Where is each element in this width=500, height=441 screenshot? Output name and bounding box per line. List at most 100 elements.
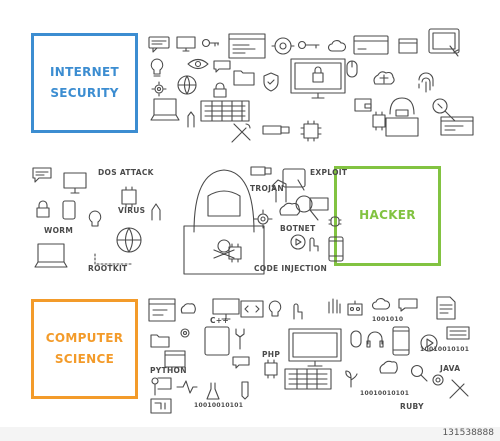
fingerprint-icon (416, 72, 436, 94)
hacker-laptop-icon (382, 96, 422, 138)
magnifier-icon (430, 96, 460, 126)
lab-flask-icon (206, 382, 220, 400)
chip-icon (300, 120, 322, 142)
label-code-injection: CODE INJECTION (254, 264, 328, 273)
hand-icon (326, 296, 342, 314)
chat-bubble-icon (148, 36, 170, 53)
stock-watermark-strip: 131538888 (0, 427, 500, 441)
browser-window-icon (228, 33, 266, 59)
label-exploit: EXPLOIT (310, 168, 348, 177)
mouse-icon (346, 60, 358, 78)
label-virus: VIRUS (118, 206, 146, 215)
usb-icon (262, 124, 290, 136)
computer-science-line2: SCIENCE (54, 351, 115, 366)
gear-icon (430, 372, 446, 388)
brain-icon (378, 360, 398, 374)
play-icon (290, 234, 306, 250)
brain-small-icon (180, 302, 196, 314)
stock-watermark-id: 131538888 (442, 428, 494, 438)
label-ruby: RUBY (400, 402, 424, 411)
label-cpp: C++ (210, 316, 229, 325)
gear-small-icon (151, 81, 167, 97)
chip-small-icon (370, 111, 388, 131)
tablet-icon (428, 28, 464, 60)
plant-icon (344, 370, 358, 388)
lightbulb-icon (88, 210, 102, 230)
globe-small-icon (176, 74, 198, 96)
cloud-icon (371, 298, 391, 310)
pencil-icon (240, 380, 250, 400)
chip-icon (262, 359, 280, 379)
folder-icon (233, 68, 255, 86)
hands-typing-icon (186, 110, 200, 128)
key-icon (201, 38, 220, 48)
bug-icon (271, 36, 295, 56)
hacker-title-box: HACKER (334, 166, 441, 266)
gear-small-icon (178, 326, 192, 340)
shield-icon (262, 72, 280, 92)
window-icon (164, 350, 186, 368)
dashed-connector (94, 253, 134, 273)
person-board-icon (150, 376, 172, 396)
computer-science-line1: COMPUTER (45, 330, 124, 345)
mouse-icon (350, 330, 362, 348)
label-php: PHP (262, 350, 281, 359)
desktop-computer-icon (288, 328, 342, 368)
hacker-title: HACKER (359, 208, 416, 223)
cloud-icon (327, 40, 347, 52)
tablet-icon (204, 326, 230, 356)
label-worm: WORM (44, 226, 74, 235)
label-binary-4: 10010010101 (420, 346, 470, 353)
robot-icon (346, 300, 364, 316)
key-small-icon (297, 40, 320, 50)
laptop-icon (34, 243, 68, 269)
label-java: JAVA (440, 364, 461, 373)
lightbulb-icon (150, 58, 164, 78)
document-icon (436, 296, 456, 320)
padlock-small-icon (213, 82, 227, 98)
wrench-icon (232, 328, 248, 350)
chat-bubble-icon (232, 356, 250, 370)
label-binary-3: 10010010101 (360, 390, 410, 397)
label-rootkit: ROOTKIT (88, 264, 128, 273)
internet-security-line1: INTERNET (50, 64, 119, 79)
label-botnet: BOTNET (280, 224, 316, 233)
circuit-board-icon (150, 398, 172, 414)
phone-icon (328, 236, 344, 262)
chip-small-icon (226, 243, 244, 263)
label-trojan: TROJAN (250, 184, 284, 193)
magnifier-code-icon (294, 194, 330, 222)
gear-icon (253, 209, 273, 229)
play-icon (420, 334, 438, 352)
hand-pointer-icon (306, 236, 320, 252)
eye-icon (187, 58, 209, 70)
label-binary-2: 10010010101 (194, 402, 244, 409)
monitor-small-icon (176, 36, 196, 52)
browser-small-icon (398, 38, 418, 54)
usb-icon (250, 166, 272, 176)
phone-small-icon (62, 200, 76, 220)
padlock-icon (36, 200, 50, 218)
headphones-icon (366, 330, 384, 348)
tools-icon (230, 122, 252, 144)
monitor-icon (212, 298, 240, 320)
hand-left-icon (150, 202, 168, 222)
chat-small-icon (213, 60, 231, 73)
code-window-icon (240, 300, 264, 318)
keyboard-small-icon (446, 326, 470, 340)
circuit-icon (176, 378, 198, 396)
globe-icon (115, 226, 143, 254)
keyboard-icon (200, 100, 250, 126)
label-python: PYTHON (150, 366, 187, 375)
folder-icon (150, 332, 170, 348)
label-binary-1: 1001010 (372, 316, 404, 323)
monitor-lock-icon (290, 58, 346, 102)
browser-window-icon (148, 298, 176, 322)
credit-card-icon (353, 35, 389, 55)
chat-bubble-icon (32, 167, 52, 183)
magnifier-icon (410, 364, 428, 382)
tablet-touch-icon (282, 168, 308, 192)
phone-icon (392, 326, 410, 356)
label-dos-attack: DOS ATTACK (98, 168, 154, 177)
tools-icon (448, 378, 470, 400)
